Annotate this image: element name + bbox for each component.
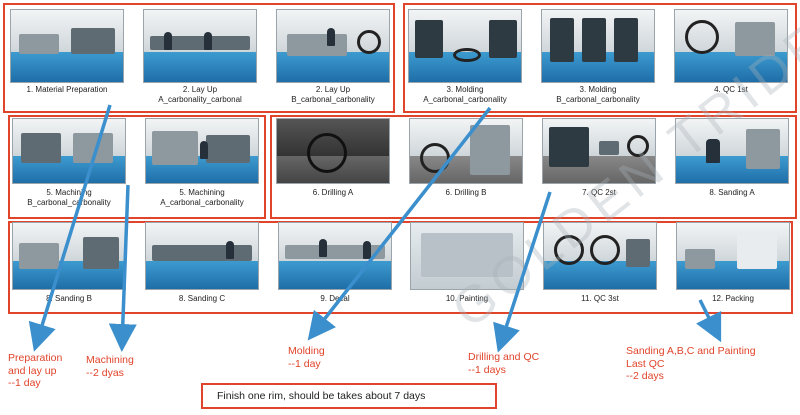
note-sanding-painting: Sanding A,B,C and Painting Last QC --2 d… xyxy=(626,345,756,382)
note-drilling-qc: Drilling and QC --1 days xyxy=(468,351,540,376)
step-caption: 11. QC 3st xyxy=(581,294,619,303)
step-photo xyxy=(143,9,257,83)
step-caption: 10. Painting xyxy=(445,294,489,303)
step-photo xyxy=(10,9,124,83)
step-caption: 2. Lay Up A_carbonality_carbonal xyxy=(158,85,242,104)
note-preparation: Preparation and lay up --1 day xyxy=(8,352,63,389)
step-caption: 6. Drilling A xyxy=(312,188,354,197)
group-frame-machining xyxy=(8,115,266,219)
step-photo xyxy=(276,118,390,184)
step-photo xyxy=(408,9,522,83)
note-molding: Molding --1 day xyxy=(288,345,325,370)
step-caption: 3. Molding B_carbonal_carbonality xyxy=(556,85,640,104)
group-frame-molding-qc1 xyxy=(403,3,797,113)
step-photo xyxy=(278,222,392,290)
step-caption: 5. Machining A_carbonal_carbonality xyxy=(160,188,244,207)
step-photo xyxy=(676,222,790,290)
group-frame-preparation-layup xyxy=(3,3,395,113)
step-photo xyxy=(409,118,523,184)
step-photo xyxy=(543,222,657,290)
step-photo xyxy=(12,222,126,290)
step-caption: 6. Drilling B xyxy=(445,188,487,197)
step-photo xyxy=(674,9,788,83)
step-photo xyxy=(410,222,524,290)
step-caption: 8. Sanding C xyxy=(178,294,226,303)
step-caption: 8. Sanding A xyxy=(709,188,755,197)
step-photo xyxy=(542,118,656,184)
step-caption: 4. QC 1st xyxy=(714,85,748,94)
step-photo xyxy=(145,118,259,184)
step-caption: 2. Lay Up B_carbonal_carbonality xyxy=(291,85,375,104)
step-photo xyxy=(12,118,126,184)
step-photo xyxy=(145,222,259,290)
step-caption: 9. Decal xyxy=(320,294,350,303)
step-caption: 5. Machining B_carbonal_carbonality xyxy=(27,188,111,207)
step-caption: 1. Material Preparation xyxy=(26,85,108,94)
step-caption: 12. Packing xyxy=(712,294,754,303)
step-caption: 3. Molding A_carbonal_carbonality xyxy=(423,85,507,104)
step-caption: 8. Sanding B xyxy=(46,294,92,303)
step-photo xyxy=(675,118,789,184)
step-photo xyxy=(541,9,655,83)
summary-box: Finish one rim, should be takes about 7 … xyxy=(201,383,497,409)
step-caption: 7. QC 2st xyxy=(582,188,616,197)
step-photo xyxy=(276,9,390,83)
note-machining: Machining --2 dyas xyxy=(86,354,134,379)
